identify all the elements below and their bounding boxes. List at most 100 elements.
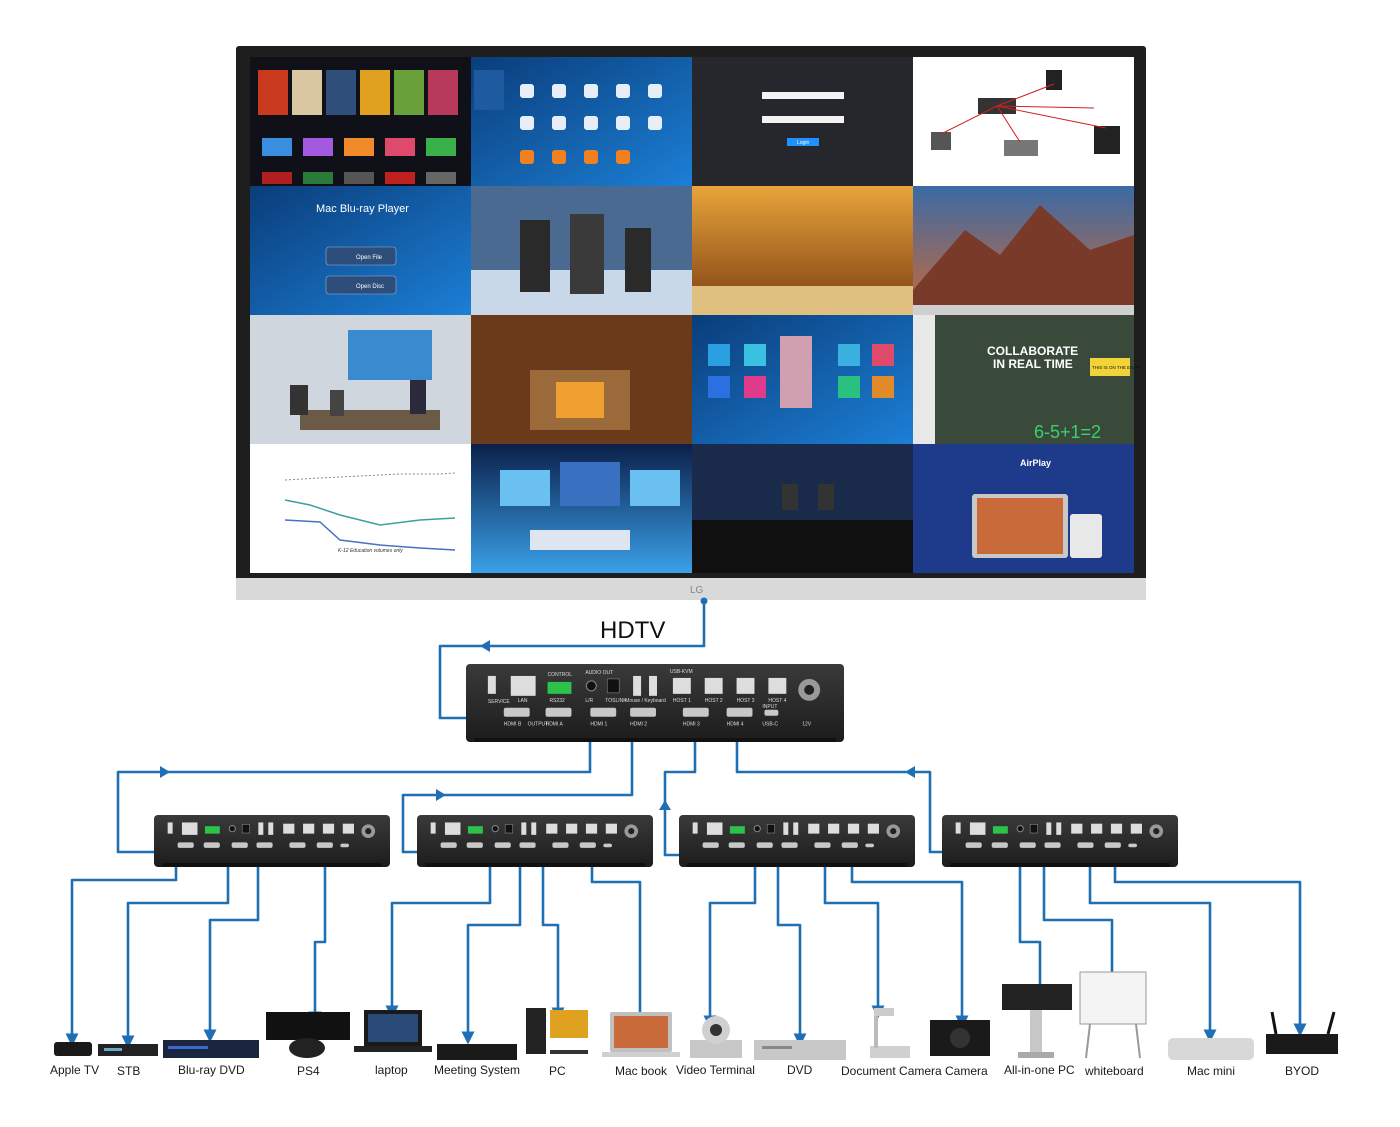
device-label-stb: STB [117, 1064, 140, 1078]
usb-c-port [340, 843, 350, 848]
tile-mountain-wallpaper [913, 186, 1134, 315]
port-label-top: AUDIO OUT [585, 670, 613, 676]
device-labels: Apple TV STB Blu-ray DVD PS4 laptop Meet… [50, 1063, 1319, 1078]
hdmi-port-4 [1044, 842, 1061, 848]
port-label-bottom: HDMI A [546, 722, 564, 728]
collab-math: 6-5+1=2 [1034, 422, 1101, 442]
lan-port [969, 822, 986, 835]
port-label-bottom: HDMI B [504, 722, 522, 728]
rs232-terminal [547, 681, 572, 694]
port-label-bottom: HDMI 4 [727, 722, 744, 728]
tile-line-chart: K-12 Education volumes only [250, 444, 471, 573]
rs232-terminal [729, 826, 745, 834]
audio-out-jack [491, 825, 499, 833]
mac-mini-icon [1168, 1038, 1254, 1060]
rs232-terminal [467, 826, 483, 834]
usb-host-port-3 [585, 823, 598, 834]
cascade-switch-4 [942, 815, 1178, 867]
port-label-top: Mouse / Keyboard [625, 698, 666, 704]
cascade-switch-3 [679, 815, 915, 867]
hdmi-port-5 [1077, 842, 1094, 848]
bluray-open-disc: Open Disc [356, 284, 384, 290]
port-label-top: USB-KVM [670, 669, 693, 675]
hdmi-port-4 [256, 842, 273, 848]
usb-host-port-4 [1130, 823, 1142, 834]
port-label-top: CONTROL [548, 672, 573, 678]
device-label-bluray: Blu-ray DVD [178, 1063, 245, 1077]
port-label-top: L/R [585, 698, 593, 704]
tile-login-screen: Login [692, 57, 913, 186]
hdmi-port-2 [545, 707, 572, 717]
audio-out-jack [228, 825, 236, 833]
port-label-top: HOST 2 [705, 698, 723, 704]
usb-host-port-1 [1071, 823, 1083, 834]
tile-autumn-landscape [692, 186, 913, 315]
tile-library-room [471, 315, 692, 444]
audio-out-jack [1016, 825, 1024, 833]
usb-host-port-4 [768, 677, 787, 694]
usb-c-port [764, 709, 779, 716]
lan-port [181, 822, 198, 835]
port-label-bottom: HDMI 3 [683, 722, 700, 728]
camcorder-icon [930, 1020, 990, 1056]
device-label-byod: BYOD [1285, 1064, 1319, 1078]
usb-host-port-2 [828, 823, 840, 834]
device-label-all-in-one-pc: All-in-one PC [1004, 1063, 1075, 1077]
usb-host-port-4 [605, 823, 617, 834]
dvd-player-icon [754, 1040, 846, 1060]
cable-main-hdmi1 [116, 730, 592, 854]
meeting-system-icon [437, 1044, 517, 1060]
toslink-port [504, 824, 513, 834]
usb-host-port-3 [322, 823, 335, 834]
device-label-meeting-system: Meeting System [434, 1063, 520, 1077]
tile-airplay: AirPlay [913, 444, 1134, 573]
tile-meeting-room [250, 315, 471, 444]
usb-keyboard-port [1056, 822, 1062, 835]
usb-host-port-3 [1110, 823, 1123, 834]
monitor-chin [236, 578, 1146, 600]
device-label-macbook: Mac book [615, 1064, 668, 1078]
apple-tv-icon [54, 1042, 92, 1056]
power-connector-core [890, 828, 897, 835]
usb-service-port [487, 675, 496, 694]
hdmi-port-1 [177, 842, 194, 848]
tile-media-menu [250, 57, 471, 186]
tile-connection-diagram [913, 57, 1134, 186]
video-wall-screen: Login Mac Blu-ray Player Open F [250, 57, 1140, 573]
cable-hdtv-to-main [438, 600, 706, 720]
cabling [65, 597, 1307, 1049]
usb-host-port-2 [303, 823, 315, 834]
usb-keyboard-port [531, 822, 537, 835]
cable-main-hdmi3 [663, 730, 697, 857]
hdmi-port-6 [579, 842, 596, 848]
cascade-switch-2 [417, 815, 653, 867]
bluray-open-file: Open File [356, 255, 383, 261]
hdtv-monitor: LG [236, 46, 1146, 600]
audio-out-jack [585, 680, 597, 692]
desktop-pc-icon [526, 1008, 588, 1054]
wireless-router-icon [1266, 1011, 1338, 1054]
port-label-top: HOST 3 [737, 698, 755, 704]
toslink-port [606, 678, 620, 694]
hdmi-port-6 [316, 842, 333, 848]
audio-out-jack [753, 825, 761, 833]
usb-c-port [603, 843, 613, 848]
hdmi-port-3 [231, 842, 248, 848]
port-label-top: LAN [518, 698, 528, 704]
kiosk-icon [1002, 984, 1072, 1058]
hdmi-port-1 [440, 842, 457, 848]
switch-base [162, 863, 382, 867]
port-label-bottom: HDMI 2 [630, 722, 647, 728]
port-label-top: HOST 1 [673, 698, 691, 704]
port-label-top: RS232 [550, 698, 566, 704]
switch-base [425, 863, 645, 867]
rs232-terminal [204, 826, 220, 834]
source-devices [54, 971, 1338, 1060]
usb-host-port-1 [672, 677, 691, 694]
tile-news-studio [471, 444, 692, 573]
usb-mouse-port [1046, 822, 1052, 835]
hdmi-port-2 [991, 842, 1008, 848]
collab-title-2: IN REAL TIME [993, 357, 1073, 371]
collab-badge: THIS IS ON THE EXAM [1092, 365, 1140, 370]
